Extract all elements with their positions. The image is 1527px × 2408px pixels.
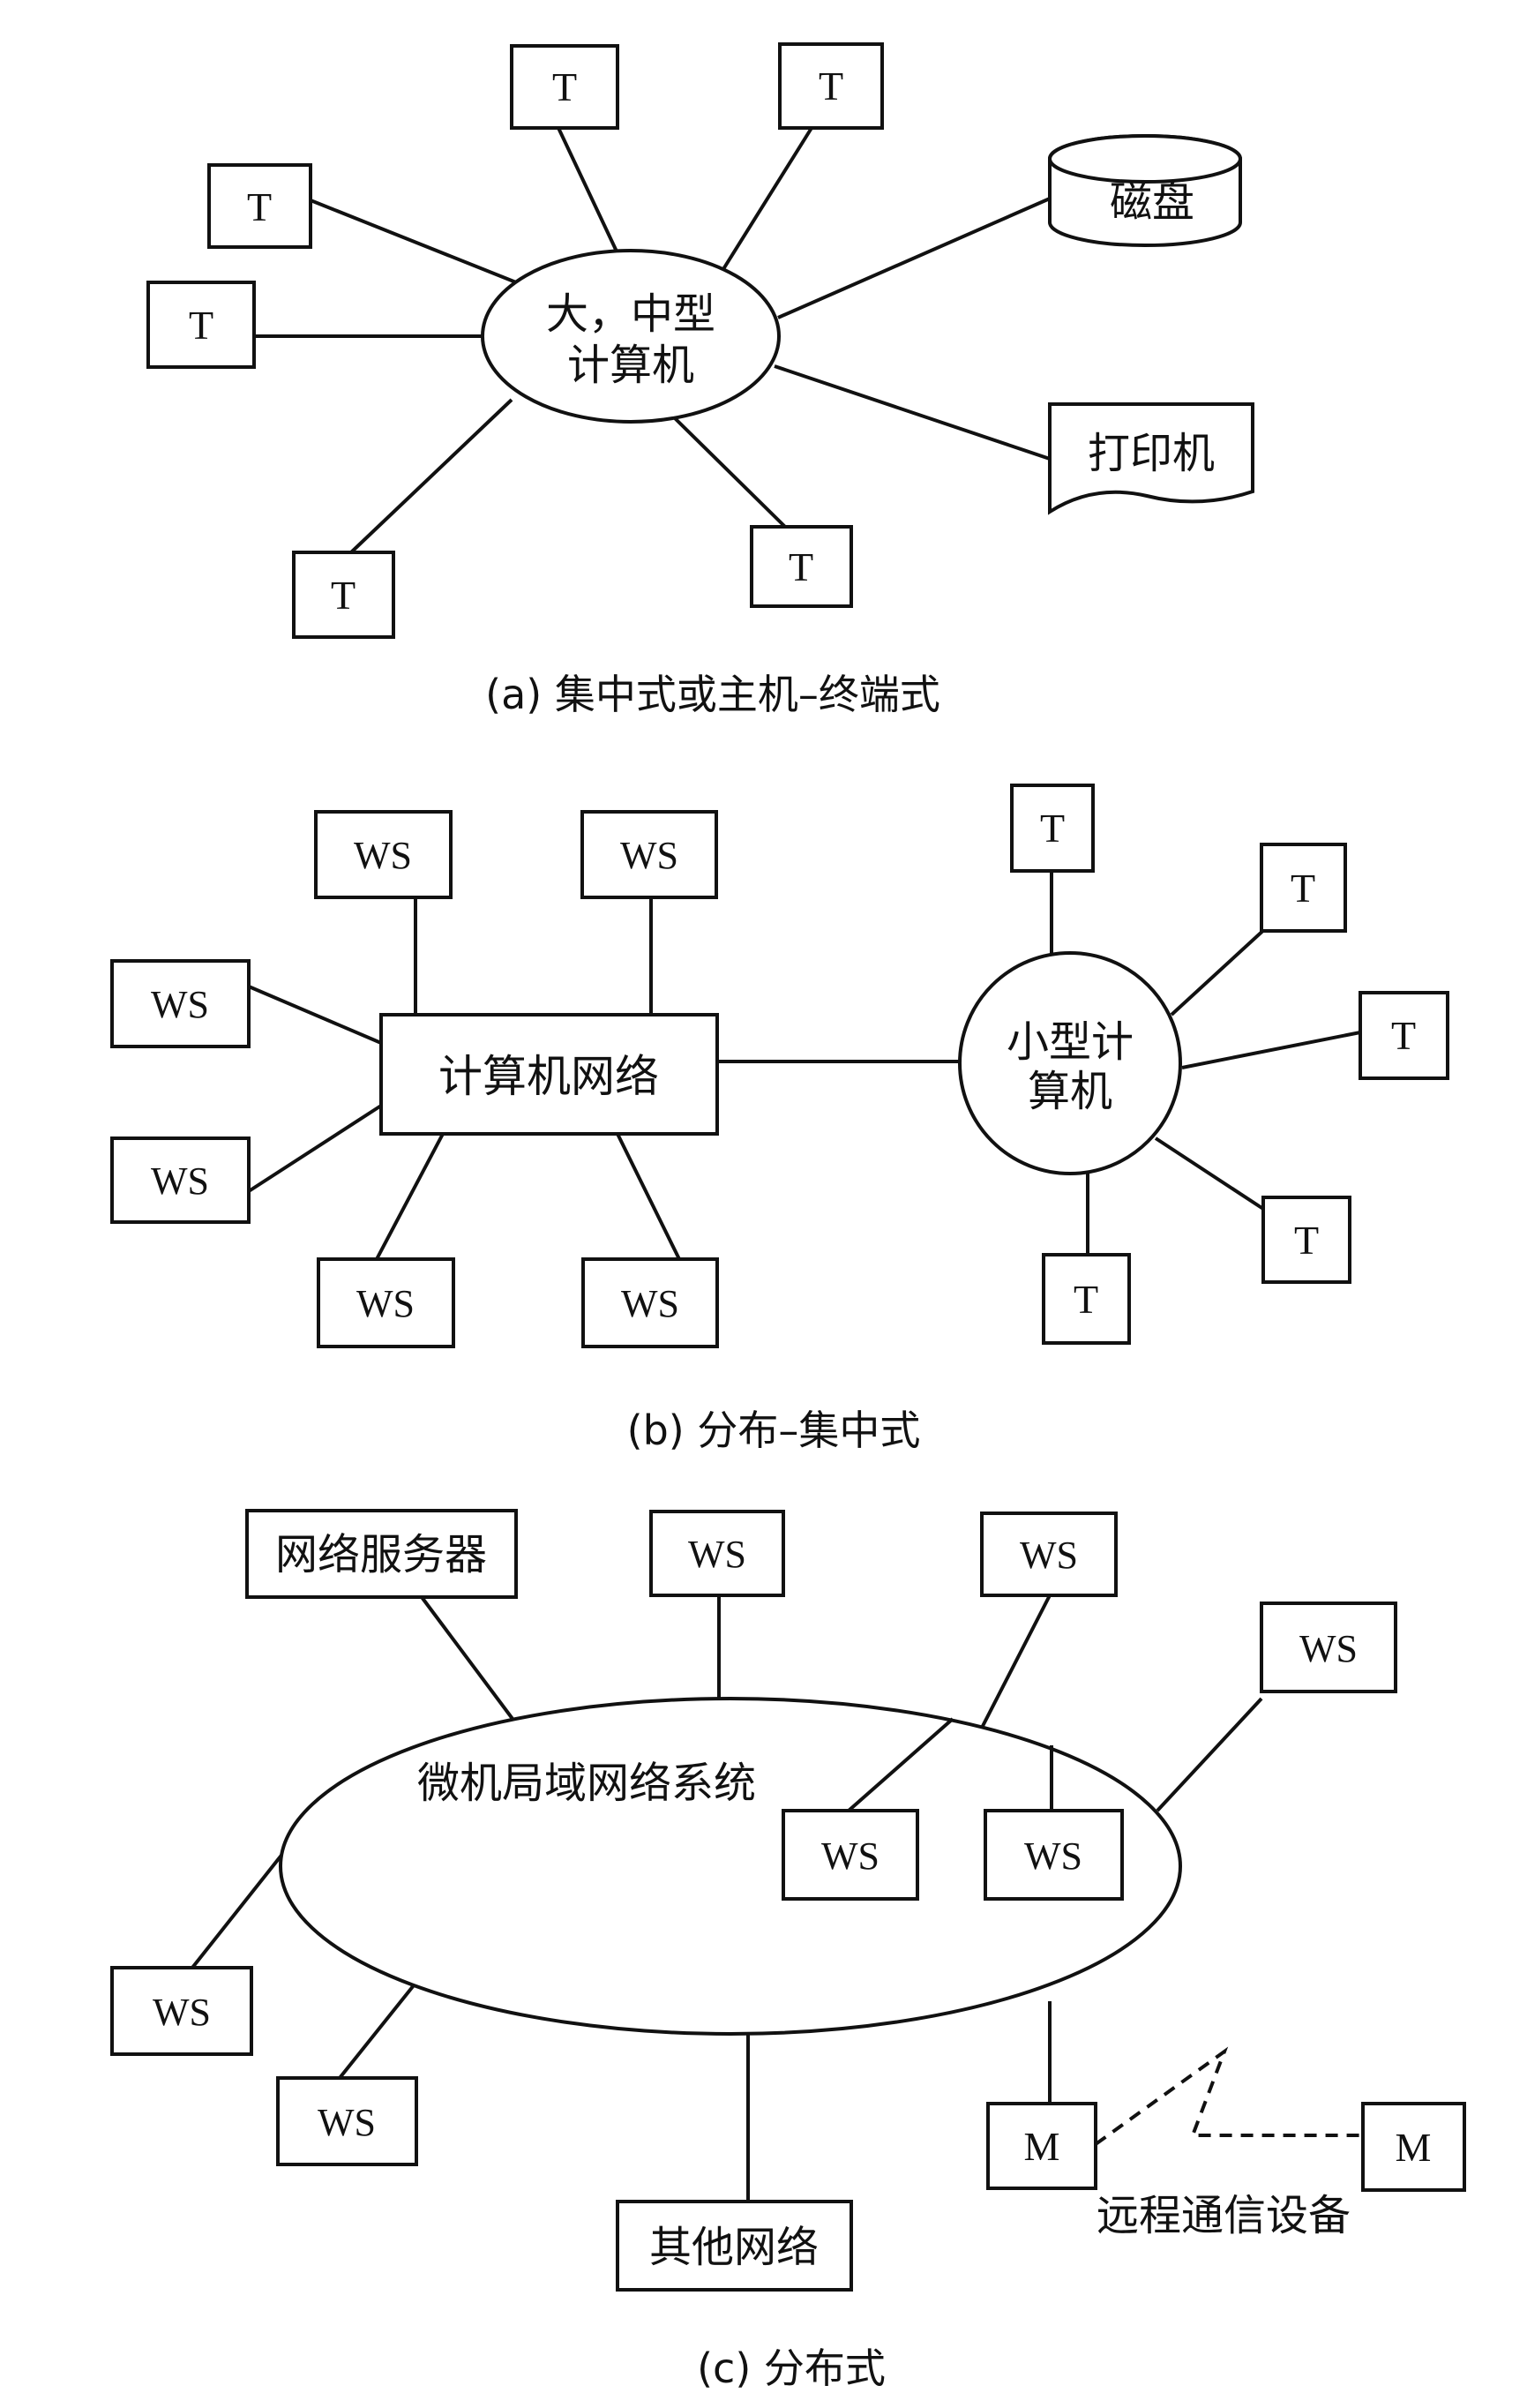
workstation-node: WS xyxy=(110,1966,253,2056)
minicomputer-label-line2: 算机 xyxy=(1028,1067,1112,1116)
link-c-server xyxy=(420,1595,522,1731)
workstation-node: WS xyxy=(984,1809,1124,1901)
svg-text:WS: WS xyxy=(151,1159,209,1203)
terminal-node: T xyxy=(1261,1196,1351,1284)
svg-text:WS: WS xyxy=(1020,1534,1078,1577)
link-b-ws3 xyxy=(248,985,382,1045)
network-server-label: 网络服务器 xyxy=(275,1530,487,1579)
computer-network-label: 计算机网络 xyxy=(438,1051,659,1102)
svg-text:T: T xyxy=(1040,806,1065,851)
link-a-printer xyxy=(774,364,1051,461)
panel-b: 计算机网络 WS WS WS WS WS WS 小型计 xyxy=(110,784,1449,1454)
minicomputer-node: 小型计 算机 xyxy=(958,951,1182,1175)
workstation-node: WS xyxy=(580,810,718,899)
mainframe-node xyxy=(481,249,781,424)
disk-label: 磁盘 xyxy=(1110,177,1194,227)
svg-text:T: T xyxy=(789,544,813,589)
terminal-node: T xyxy=(1010,784,1095,873)
workstation-node: WS xyxy=(782,1809,919,1901)
link-c-ws-right xyxy=(1156,1697,1263,1812)
other-network-node: 其他网络 xyxy=(616,2200,853,2292)
link-a-t1 xyxy=(557,127,619,254)
svg-text:WS: WS xyxy=(354,834,412,877)
computer-network-node: 计算机网络 xyxy=(379,1013,719,1136)
link-a-t5 xyxy=(349,398,513,554)
disk-node: 磁盘 xyxy=(1048,134,1242,247)
link-a-disk xyxy=(777,197,1051,319)
panel-c: 微机局域网络系统 网络服务器 WS WS WS WS WS xyxy=(110,1509,1466,2392)
terminal-node: T xyxy=(778,42,884,130)
lan-label: 微机局域网络系统 xyxy=(417,1759,756,1808)
link-b-ws6 xyxy=(616,1133,681,1260)
link-c-inner1 xyxy=(847,1717,954,1812)
printer-node: 打印机 xyxy=(1048,402,1254,515)
svg-text:WS: WS xyxy=(153,1991,211,2034)
svg-text:T: T xyxy=(189,303,213,348)
link-c-ws-left xyxy=(191,1847,288,1969)
terminal-node: T xyxy=(510,44,619,130)
terminal-node: T xyxy=(1260,843,1347,933)
terminal-node: T xyxy=(1359,991,1449,1080)
modem-node: M xyxy=(986,2102,1097,2190)
terminal-node: T xyxy=(750,525,853,608)
caption-c: (c) 分布式 xyxy=(697,2344,886,2392)
workstation-node: WS xyxy=(110,1136,251,1224)
link-a-t3 xyxy=(310,199,521,286)
caption-a: (a) 集中式或主机–终端式 xyxy=(485,671,940,718)
panel-a: 大，中型 计算机 T T T T T T xyxy=(146,42,1254,718)
workstation-node: WS xyxy=(581,1257,719,1348)
svg-text:WS: WS xyxy=(688,1533,746,1576)
other-network-label: 其他网络 xyxy=(649,2223,819,2272)
svg-text:WS: WS xyxy=(151,983,209,1026)
terminal-node: T xyxy=(146,281,256,369)
remote-link xyxy=(1094,2046,1363,2146)
mainframe-label-line2: 计算机 xyxy=(567,341,694,390)
mainframe-label-line1: 大，中型 xyxy=(546,289,715,339)
workstation-node: WS xyxy=(980,1512,1118,1597)
modem-node: M xyxy=(1361,2102,1466,2192)
workstation-node: WS xyxy=(317,1257,455,1348)
svg-text:T: T xyxy=(331,573,356,618)
terminal-node: T xyxy=(207,163,312,249)
svg-text:T: T xyxy=(552,64,577,109)
svg-text:WS: WS xyxy=(356,1282,415,1325)
svg-text:WS: WS xyxy=(620,834,678,877)
link-b-ws5 xyxy=(375,1133,445,1260)
workstation-node: WS xyxy=(276,2076,418,2166)
link-c-ws-lower xyxy=(338,1975,423,2080)
link-b-ws4 xyxy=(247,1104,383,1193)
svg-text:WS: WS xyxy=(621,1282,679,1325)
svg-text:WS: WS xyxy=(1024,1834,1082,1878)
svg-text:T: T xyxy=(1391,1013,1416,1058)
svg-text:T: T xyxy=(1074,1277,1098,1322)
svg-text:M: M xyxy=(1024,2124,1060,2169)
network-server-node: 网络服务器 xyxy=(245,1509,518,1599)
svg-text:M: M xyxy=(1396,2125,1432,2170)
minicomputer-label-line1: 小型计 xyxy=(1007,1017,1134,1067)
svg-text:T: T xyxy=(1294,1218,1319,1263)
terminal-node: T xyxy=(1042,1253,1131,1345)
link-a-t2 xyxy=(722,126,813,271)
workstation-node: WS xyxy=(110,959,251,1048)
svg-text:WS: WS xyxy=(821,1834,880,1878)
svg-text:T: T xyxy=(819,64,843,109)
remote-comm-label: 远程通信设备 xyxy=(1097,2191,1351,2240)
caption-b: (b) 分布–集中式 xyxy=(627,1407,921,1454)
link-b-t3 xyxy=(1181,1031,1361,1069)
link-b-t2 xyxy=(1170,925,1269,1016)
workstation-node: WS xyxy=(314,810,453,899)
workstation-node: WS xyxy=(649,1510,785,1597)
link-a-t6 xyxy=(673,416,787,529)
terminal-node: T xyxy=(292,551,395,639)
printer-label: 打印机 xyxy=(1088,429,1215,478)
svg-text:WS: WS xyxy=(318,2101,376,2144)
link-b-t4 xyxy=(1154,1136,1265,1211)
lan-node xyxy=(279,1697,1182,2036)
link-c-ws-top2 xyxy=(979,1594,1052,1730)
svg-text:T: T xyxy=(247,184,272,229)
workstation-node: WS xyxy=(1260,1602,1397,1693)
svg-text:WS: WS xyxy=(1299,1627,1358,1670)
svg-text:T: T xyxy=(1291,866,1315,911)
